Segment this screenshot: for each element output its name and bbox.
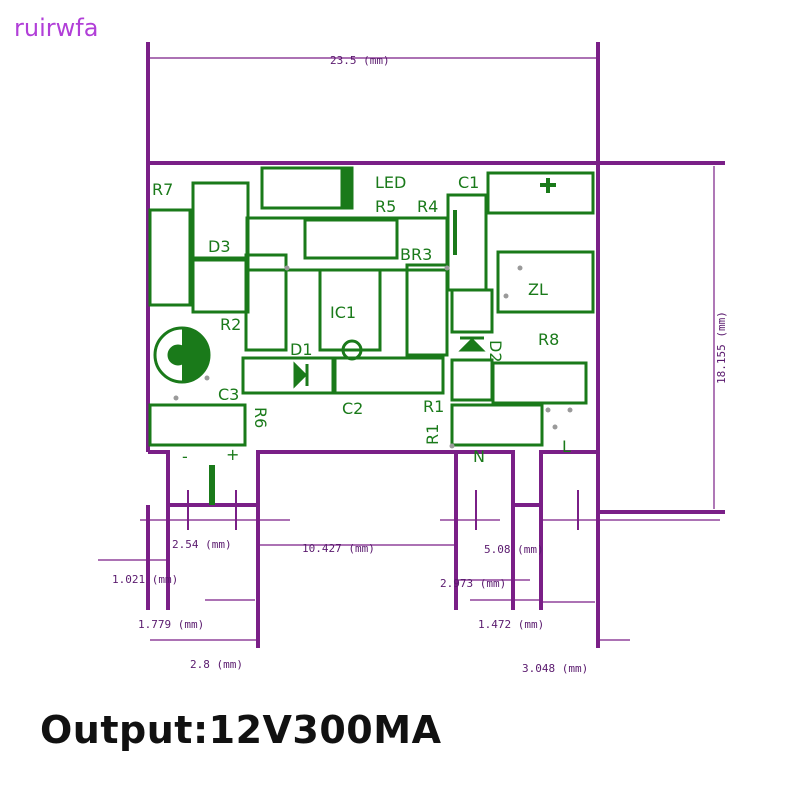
label-led: LED xyxy=(375,173,406,192)
output-caption: Output:12V300MA xyxy=(40,708,442,752)
label-d3: D3 xyxy=(208,237,231,256)
resistor-r6 xyxy=(148,403,247,447)
label-c2: C2 xyxy=(342,399,363,418)
dim-3-048: 3.048 (mm) xyxy=(522,662,588,675)
dim-width: 23.5 (mm) xyxy=(330,54,390,67)
diode-d2-pad xyxy=(450,288,494,334)
label-d2: D2 xyxy=(486,340,505,363)
resistor-r8 xyxy=(491,361,588,405)
label-br3: BR3 xyxy=(400,245,432,264)
label-n: N xyxy=(473,447,485,466)
capacitor-c1 xyxy=(486,171,595,215)
component-labels: R7 LED C1 R5 R4 D3 BR3 ZL IC1 R2 D1 D2 R… xyxy=(152,173,571,466)
dim-height: 18.155 (mm) xyxy=(715,311,728,384)
label-ic1: IC1 xyxy=(330,303,356,322)
dim-1-021: 1.021 (mm) xyxy=(112,573,178,586)
label-r6: R6 xyxy=(251,407,270,428)
resistor-r2 xyxy=(244,253,288,352)
diode-d1 xyxy=(241,356,337,395)
label-r4: R4 xyxy=(417,197,438,216)
label-r1-side: R1 xyxy=(423,424,442,445)
ic1-notch xyxy=(341,339,363,361)
bridge-zl xyxy=(496,250,595,314)
resistor-r7 xyxy=(148,208,192,307)
pad-dots xyxy=(173,265,573,449)
d1-symbol xyxy=(293,361,308,389)
dim-2-54: 2.54 (mm) xyxy=(172,538,232,551)
label-plus: + xyxy=(226,445,239,464)
watermark-text: ruirwfa xyxy=(14,14,99,42)
dimension-labels: 23.5 (mm) 18.155 (mm) 2.54 (mm) 10.427 (… xyxy=(112,54,728,675)
label-d1: D1 xyxy=(290,340,313,359)
d2-symbol xyxy=(458,337,486,352)
dim-10-427: 10.427 (mm) xyxy=(302,542,375,555)
label-zl: ZL xyxy=(528,280,548,299)
label-minus: - xyxy=(182,447,188,466)
components xyxy=(148,166,595,505)
led-cathode-band xyxy=(340,166,354,210)
dim-5-08: 5.08 (mm) xyxy=(484,543,544,556)
label-r1-top: R1 xyxy=(423,397,444,416)
label-r7: R7 xyxy=(152,180,173,199)
dim-2-973: 2.973 (mm) xyxy=(440,577,506,590)
label-c1: C1 xyxy=(458,173,479,192)
board-outline xyxy=(146,42,600,648)
label-c3: C3 xyxy=(218,385,239,404)
diode-d3-bottom xyxy=(191,258,250,314)
dim-2-8: 2.8 (mm) xyxy=(190,658,243,671)
dim-1-779: 1.779 (mm) xyxy=(138,618,204,631)
resistor-r5 xyxy=(303,218,399,260)
capacitor-c2 xyxy=(331,356,445,395)
pin-markers xyxy=(187,490,579,530)
label-r5: R5 xyxy=(375,197,396,216)
ic1-outline xyxy=(318,268,382,352)
dimension-lines xyxy=(98,57,720,641)
dim-1-472: 1.472 (mm) xyxy=(478,618,544,631)
label-l: L xyxy=(562,437,571,456)
resistor-r3 xyxy=(405,263,449,357)
label-r8: R8 xyxy=(538,330,559,349)
height-extension-lines xyxy=(598,161,725,514)
label-r2: R2 xyxy=(220,315,241,334)
r1-pad xyxy=(450,358,494,402)
resistor-r1 xyxy=(450,403,544,447)
led-outline xyxy=(260,166,354,210)
